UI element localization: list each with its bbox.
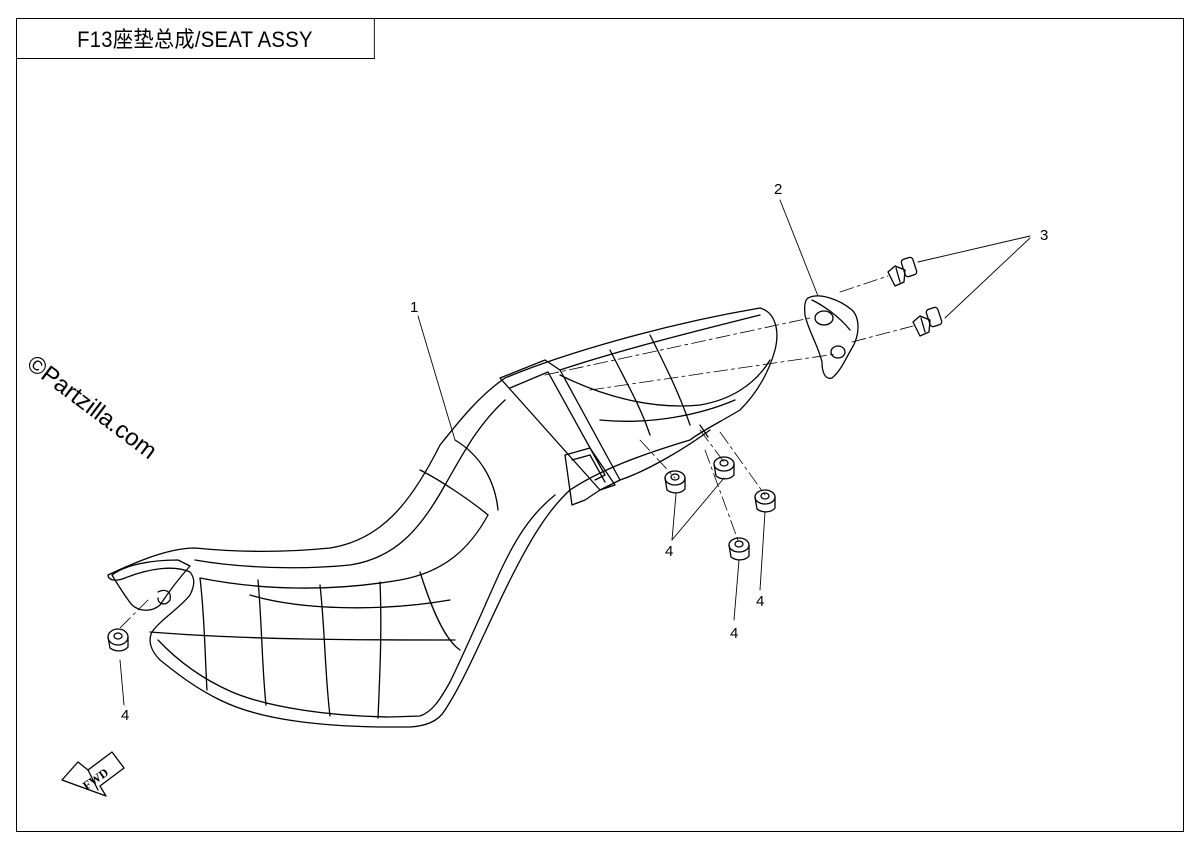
seat-top-edge: [194, 399, 506, 569]
grommet-mid[interactable]: [713, 456, 735, 480]
seat-seam-7: [149, 631, 456, 641]
fwd-label: FWD: [80, 765, 111, 793]
seat-seam-6: [249, 594, 451, 609]
grommet-left[interactable]: [664, 470, 686, 494]
callout-grommet-right: 4: [756, 593, 764, 610]
seat-seam-8: [419, 469, 489, 516]
seat-mount-stud: [699, 424, 709, 438]
seat-front-tab-hook: [157, 589, 172, 605]
seat-seam-3: [319, 584, 331, 717]
bracket-hole-upper: [814, 310, 834, 326]
seat-outline: [107, 307, 778, 728]
seat-strap: [564, 447, 616, 506]
bolt-lower[interactable]: [912, 306, 943, 337]
seat-bracket[interactable]: [803, 295, 859, 379]
drawing-frame: [16, 18, 1184, 832]
seat-seam-9: [454, 439, 499, 511]
grommet-right[interactable]: [754, 489, 776, 513]
callout-grommet-left: 4: [665, 543, 673, 560]
seat-rear-seam-3: [649, 334, 691, 426]
seat-front-tab: [111, 559, 191, 611]
grommet-front[interactable]: [107, 628, 129, 652]
seat-strap-inner: [571, 454, 606, 483]
seat-piping: [157, 494, 556, 718]
seat-rear-seam-4: [609, 349, 651, 436]
bracket-outline: [803, 295, 859, 379]
seat-rear-band-inner: [509, 371, 606, 481]
seat-seam-1: [199, 577, 208, 691]
seat-seam-4: [377, 581, 382, 719]
seat-rear-side: [619, 429, 711, 481]
bracket-hole-lower: [830, 345, 846, 359]
callout-grommet-front: 4: [121, 707, 129, 724]
bolt-upper[interactable]: [887, 256, 918, 287]
seat-rear-seam-2: [599, 399, 736, 422]
seat-seam-2: [257, 579, 267, 706]
seat-top-edge-2: [199, 514, 489, 589]
callout-grommet-mid: 4: [730, 625, 738, 642]
bracket-edge: [811, 299, 851, 331]
seat-assembly[interactable]: [107, 307, 778, 728]
assembly-lines: [117, 275, 914, 631]
callout-bolts: 3: [1040, 227, 1048, 244]
fwd-arrow-icon: [61, 751, 125, 797]
callout-bracket: 2: [774, 181, 782, 198]
seat-seam-5: [419, 571, 461, 651]
leader-lines: [119, 199, 1031, 706]
grommet-lower[interactable]: [728, 537, 750, 561]
seat-rear-surface: [559, 314, 761, 371]
page-title: F13座垫总成/SEAT ASSY: [16, 18, 375, 59]
seat-rear-band: [499, 359, 621, 491]
callout-seat: 1: [410, 299, 418, 316]
